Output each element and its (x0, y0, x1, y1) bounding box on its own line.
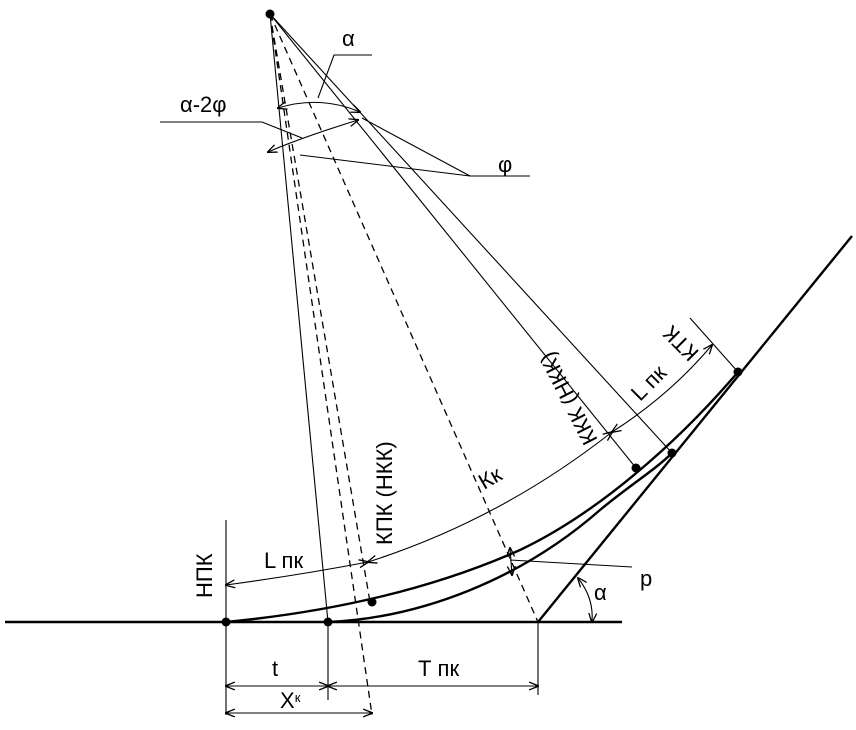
ray-center-to-ktk (269, 13, 673, 454)
ktk-extension-line (689, 317, 739, 373)
ray-center-to-xk (269, 13, 329, 623)
label-xk-sub: к (295, 690, 301, 705)
l-pk-left-dimension (226, 562, 368, 585)
l-pk-right-dimension (612, 345, 712, 432)
p-leader (509, 559, 633, 568)
label-p: p (640, 566, 652, 591)
alpha-2phi-leader (160, 121, 303, 139)
npk-point (221, 617, 231, 627)
label-t-pk: Т пк (418, 656, 459, 681)
p-offset-dimension (510, 548, 512, 575)
label-t: t (272, 656, 278, 681)
kkk-point (631, 463, 641, 473)
shifted-end-point (667, 448, 677, 458)
dashed-ray-bisector (269, 13, 539, 623)
phi-leader-2 (361, 117, 471, 177)
ktk-point (733, 367, 743, 377)
label-npk: НПК (192, 553, 217, 598)
label-l-pk-right: L пк (626, 360, 672, 406)
label-xk: Xк (280, 688, 301, 713)
label-ktk: КТК (658, 321, 703, 366)
angle-alpha-bottom-arc (578, 578, 592, 622)
angle-alpha-arc (278, 102, 360, 112)
kk-dimension-arc (368, 432, 612, 562)
label-xk-main: X (280, 688, 295, 713)
xk-point (323, 617, 333, 627)
angle-alpha-2phi-arc (268, 120, 358, 152)
ray-center-to-kkk (269, 13, 637, 469)
label-alpha-top: α (342, 26, 355, 51)
label-phi: φ (498, 152, 512, 177)
label-kpk-nkk: КПК (НКК) (372, 441, 397, 545)
label-alpha-bottom: α (594, 580, 607, 605)
curve-center-point (265, 9, 275, 19)
kpk-point (367, 597, 377, 607)
dashed-ray-xk (269, 13, 373, 716)
label-kkk-nkk: ККК (НКК) (534, 348, 602, 449)
alpha-leader (317, 54, 372, 99)
label-alpha-2phi: α-2φ (180, 92, 227, 117)
label-l-pk-left: L пк (264, 548, 303, 573)
